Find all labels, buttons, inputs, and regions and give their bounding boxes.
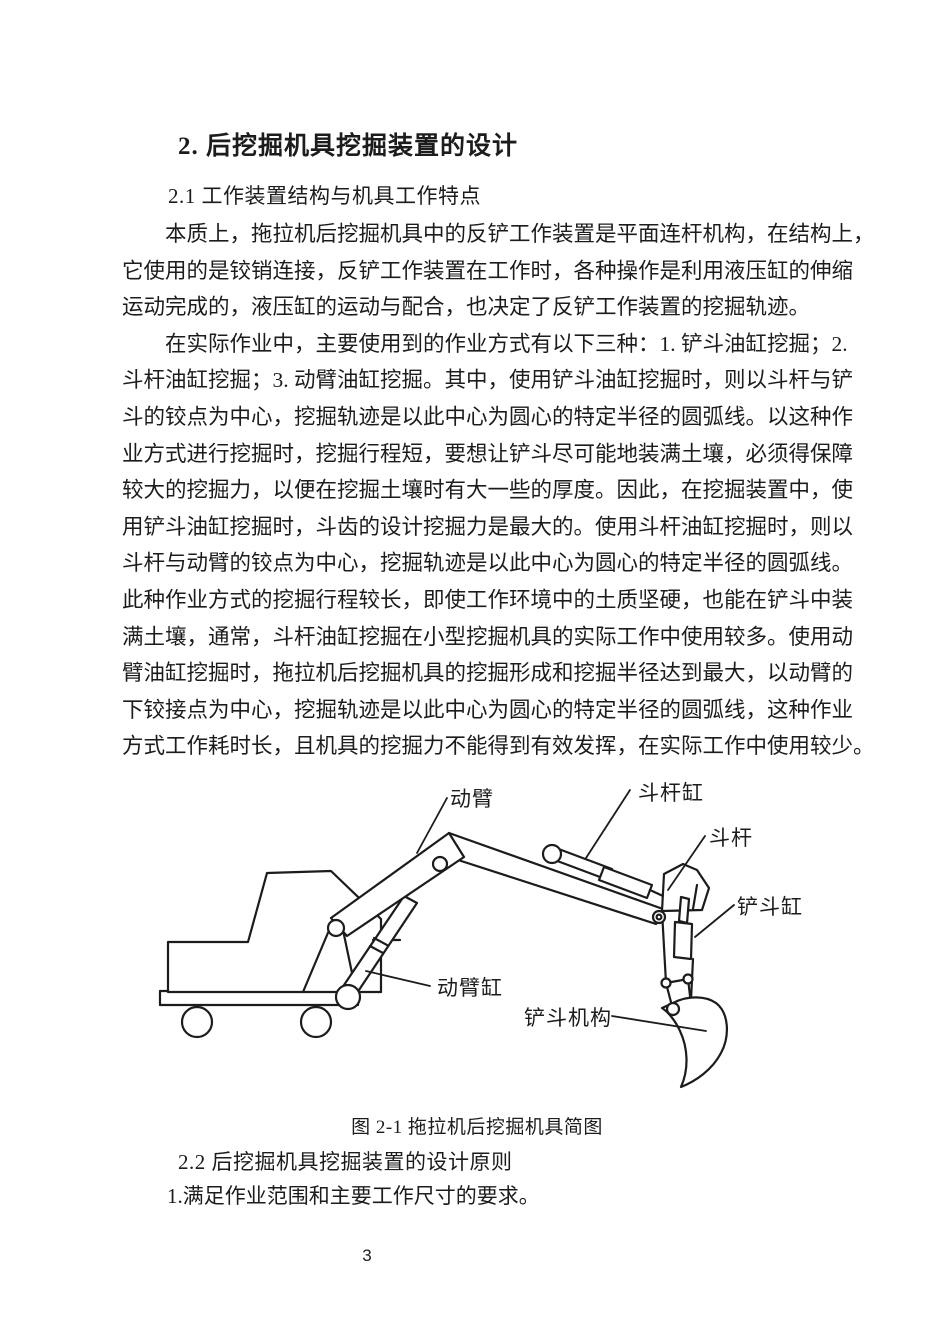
figure-label-arm: 斗杆 [709, 826, 753, 850]
leader-line-boom-cylinder [365, 970, 431, 987]
body-line: 较大的挖掘力，以便在挖掘土壤时有大一些的厚度。因此，在挖掘装置中，使 [122, 478, 854, 503]
figure-label-arm-cylinder: 斗杆缸 [638, 781, 704, 805]
figure-label-boom: 动臂 [450, 787, 494, 811]
bucket-mechanism [660, 973, 728, 1089]
dipper-arm [651, 862, 711, 1008]
subsection-heading-2-1: 2.1 工作装置结构与机具工作特点 [168, 184, 481, 208]
leader-line-arm-cylinder [585, 789, 631, 859]
body-line: 满土壤，通常，斗杆油缸挖掘在小型挖掘机具的实际工作中使用较多。使用动 [122, 624, 854, 649]
boom-cylinder-pivot [334, 983, 362, 1011]
body-paragraphs: 本质上，拖拉机后挖掘机具中的反铲工作装置是平面连杆机构，在结构上， 它使用的是铰… [122, 216, 875, 765]
leader-line-boom [416, 797, 448, 854]
body-line: 斗杆油缸挖掘；3. 动臂油缸挖掘。其中，使用铲斗油缸挖掘时，则以斗杆与铲 [122, 368, 854, 393]
leader-line-bucket-mechanism [611, 1015, 707, 1032]
bucket [660, 996, 728, 1089]
boom-apex-pivot [431, 855, 449, 873]
list-item-1: 1.满足作业范围和主要工作尺寸的要求。 [167, 1184, 540, 1208]
arm-cylinder-pivot [541, 843, 563, 865]
body-line: 下铰接点为中心，挖掘轨迹是以此中心为圆心的特定半径的圆弧线，这种作业 [122, 697, 854, 722]
figure-label-boom-cylinder: 动臂缸 [437, 976, 503, 1000]
subsection-heading-2-2: 2.2 后挖掘机具挖掘装置的设计原则 [178, 1150, 513, 1174]
figure-label-bucket-mechanism: 铲斗机构 [524, 1006, 612, 1030]
boom [326, 831, 665, 938]
wheel [180, 1005, 214, 1039]
leader-line-bucket-cylinder [694, 904, 735, 938]
link-pin [660, 977, 672, 989]
body-line: 在实际作业中，主要使用到的作业方式有以下三种：1. 铲斗油缸挖掘；2. [122, 331, 848, 356]
body-line: 方式工作耗时长，且机具的挖掘力不能得到有效发挥，在实际工作中使用较少。 [122, 734, 875, 759]
figure-label-bucket-cylinder: 铲斗缸 [737, 895, 803, 919]
body-line: 本质上，拖拉机后挖掘机具中的反铲工作装置是平面连杆机构，在结构上， [122, 222, 875, 246]
body-line: 臂油缸挖掘时，拖拉机后挖掘机具的挖掘形成和挖掘半径达到最大，以动臂的 [122, 661, 854, 686]
section-heading-2: 2. 后挖掘机具挖掘装置的设计 [178, 133, 519, 160]
boom-foot-pivot [326, 918, 346, 938]
wheel [299, 1005, 333, 1039]
body-line: 运动完成的，液压缸的运动与配合，也决定了反铲工作装置的挖掘轨迹。 [122, 295, 811, 320]
body-line: 用铲斗油缸挖掘时，斗齿的设计挖掘力是最大的。使用斗杆油缸挖掘时，则以 [122, 514, 854, 539]
body-line: 它使用的是铰销连接，反铲工作装置在工作时，各种操作是利用液压缸的伸缩 [122, 258, 854, 283]
body-line: 此种作业方式的挖掘行程较长，即使工作环境中的土质坚硬，也能在铲斗中装 [122, 587, 854, 612]
boom-cylinder [334, 894, 419, 1011]
arm-cylinder [541, 843, 665, 900]
body-line: 业方式进行挖掘时，挖掘行程短，要想让铲斗尽可能地装满土壤，必须得保障 [122, 441, 854, 466]
page-number: 3 [362, 1246, 372, 1265]
bucket-cylinder [672, 895, 694, 961]
figure-caption: 图 2-1 拖拉机后挖掘机具简图 [351, 1117, 603, 1138]
body-line: 斗的铰点为中心，挖掘轨迹是以此中心为圆心的特定半径的圆弧线。以这种作 [122, 404, 854, 429]
figure-2-1-diagram: 动臂 斗杆缸 斗杆 铲斗缸 动臂缸 铲斗机构 [158, 781, 803, 1089]
tractor-body [158, 869, 402, 1007]
body-line: 斗杆与动臂的铰点为中心，挖掘轨迹是以此中心为圆心的特定半径的圆弧线。 [122, 551, 854, 576]
bucket-pivot [665, 1001, 681, 1017]
link-pin [682, 973, 694, 985]
tractor-cab [166, 869, 383, 994]
leader-line-arm [667, 835, 706, 891]
